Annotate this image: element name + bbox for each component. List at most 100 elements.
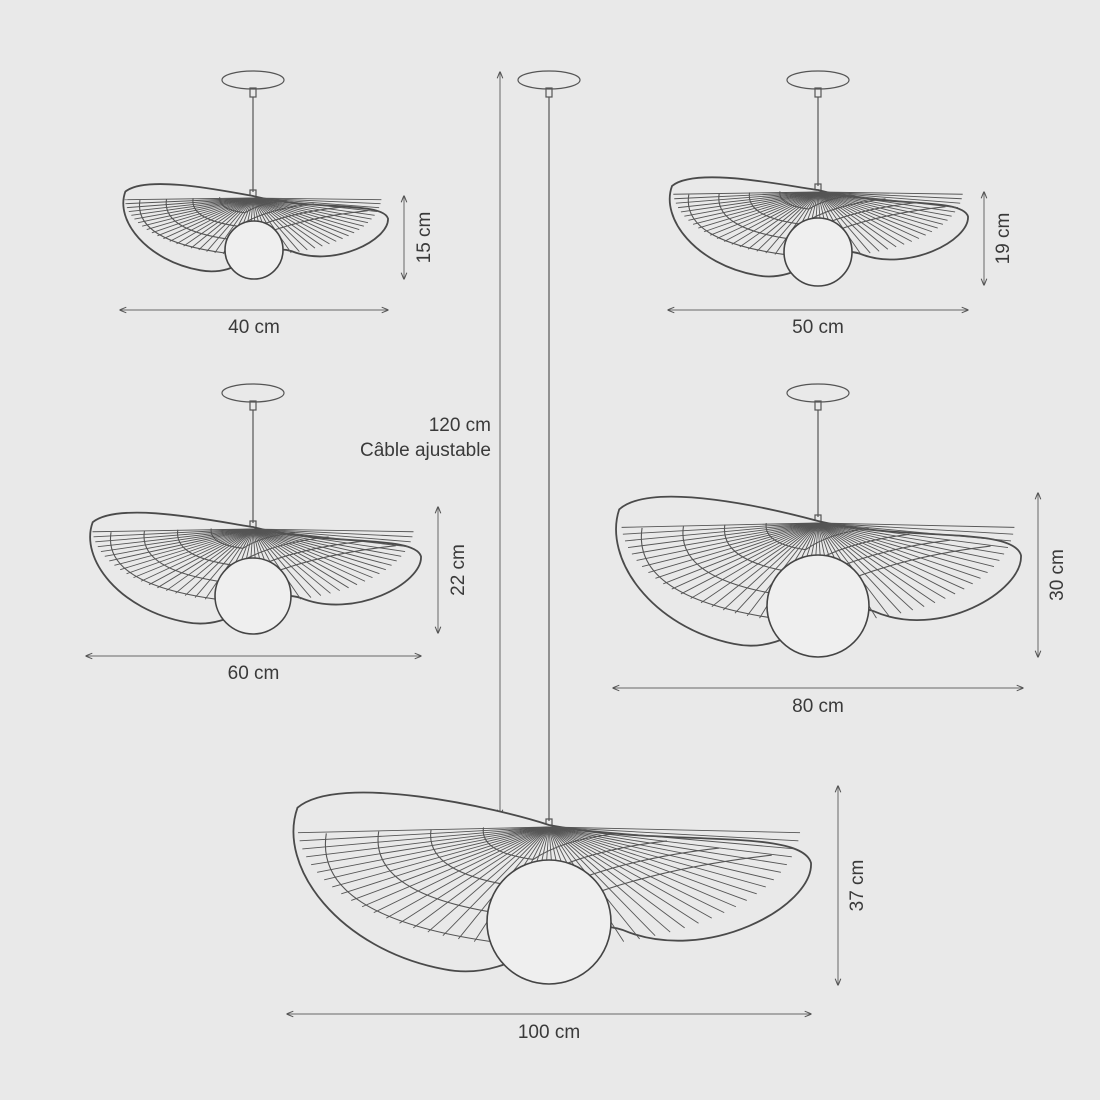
lamp-60-spoke (252, 528, 349, 589)
lamp-80-spoke (622, 522, 819, 535)
lamp-100-spoke (548, 826, 792, 858)
lamp-50-spoke (680, 191, 819, 213)
lamp-50-spoke (703, 191, 819, 233)
lamp-80-spoke (648, 522, 819, 574)
lamp-40-shade-ring (219, 197, 287, 214)
lamp-100-spoke (299, 826, 550, 842)
lamp-80-spoke (663, 522, 819, 585)
lamp-80-spoke (817, 522, 1015, 528)
lamp-50-spoke (817, 191, 862, 255)
lamp-80-spoke (817, 522, 1014, 535)
lamp-40-spoke (252, 197, 308, 251)
lamp-100-spoke (548, 826, 801, 834)
lamp-80-spoke (641, 522, 819, 568)
cable-note-label: Câble ajustable (360, 440, 491, 461)
lamp-100-canopy (517, 70, 581, 90)
lamp-100-spoke (548, 826, 699, 924)
lamp-80-spoke (817, 522, 956, 595)
lamp-40-spoke (252, 197, 337, 242)
lamp-60-spoke (252, 528, 358, 586)
lamp-60-globe-bulb (214, 557, 292, 635)
lamp-40-spoke (252, 197, 380, 209)
lamp-50-spoke (817, 191, 897, 248)
lamp-50-spoke (723, 191, 819, 242)
lamp-60-spoke (133, 528, 254, 579)
lamp-50-spoke (716, 191, 819, 239)
lamp-50-shade-ring (779, 191, 856, 210)
lamp-60-spoke (252, 528, 331, 594)
lamp-40-spoke (134, 197, 254, 220)
lamp-60-spoke (252, 528, 414, 533)
lamp-80-spoke (817, 522, 936, 604)
lamp-80-canopy (786, 383, 850, 403)
lamp-40-spoke (252, 197, 316, 249)
lamp-60-spoke (126, 528, 254, 575)
lamp-60-spoke (140, 528, 254, 582)
lamp-50-spoke (710, 191, 819, 236)
lamp-100-spoke (548, 826, 712, 919)
lamp-50-spoke (817, 191, 962, 200)
lamp-100-spoke (548, 826, 656, 937)
lamp-100-spoke (341, 826, 550, 895)
lamp-40-spoke (252, 197, 349, 237)
lamp-80-spoke (700, 522, 819, 604)
lamp-40-spoke (131, 197, 254, 216)
lamp-40-spoke (252, 197, 378, 212)
lamp-50-spoke (817, 191, 952, 217)
lamp-50-spoke (817, 191, 958, 209)
lamp-80-spoke (680, 522, 819, 595)
lamp-60-spoke (252, 528, 322, 596)
lamp-50-spoke (817, 191, 905, 245)
lamp-50-spoke (817, 191, 926, 236)
lamp-100-spoke (548, 826, 685, 929)
lamp-80-spoke (817, 522, 914, 611)
lamp-80-spoke (631, 522, 819, 555)
lamp-80-spoke (690, 522, 819, 599)
lamp-50-spoke (675, 191, 819, 204)
lamp-100-spoke (548, 826, 796, 850)
lamp-100-spoke (386, 826, 550, 919)
lamp-60-spoke (95, 528, 254, 543)
lamp-50-canopy (786, 70, 850, 90)
lamp-80-shade-spokes (621, 522, 1015, 623)
lamp-50-spoke (692, 191, 819, 225)
lamp-100-spoke (413, 826, 550, 929)
lamp-50-spoke (698, 191, 819, 229)
lamp-60-spoke (100, 528, 254, 553)
lamp-100-spoke (548, 826, 671, 933)
lamp-80-spoke (817, 522, 902, 614)
lamp-50-spoke (673, 191, 819, 195)
lamp-80-spoke (655, 522, 819, 579)
lamp-100-spoke (306, 826, 550, 858)
lamp-40-spoke (252, 197, 372, 220)
lamp-60-spoke (252, 528, 366, 582)
lamp-60-spoke (148, 528, 254, 586)
lamp-50-spoke (817, 191, 963, 195)
lamp-50-spoke (731, 191, 819, 245)
lamp-60-spoke (252, 528, 409, 548)
lamp-40-canopy (221, 70, 285, 90)
lamp-100-spoke (332, 826, 550, 888)
lamp-60-canopy (221, 383, 285, 403)
lamp-100-spoke (399, 826, 550, 924)
lamp-80-globe-bulb (766, 554, 870, 658)
lamp-100-shade-ring (482, 827, 615, 861)
lamp-100-spoke (548, 826, 774, 881)
lamp-60-spoke (252, 528, 312, 598)
lamp-40-spoke (252, 197, 381, 205)
lamp-100-globe-bulb (486, 859, 612, 985)
lamp-100-shade-spokes (297, 826, 801, 948)
lamp-100-spoke (427, 826, 550, 933)
lamp-60-spoke (252, 528, 373, 579)
lamp-40-spoke (124, 197, 254, 201)
lamp-40-spoke (126, 197, 254, 209)
lamp-60-width-label: 60 cm (228, 663, 280, 684)
lamp-80-width-label: 80 cm (792, 696, 844, 717)
lamp-60-height-label: 22 cm (448, 544, 469, 596)
